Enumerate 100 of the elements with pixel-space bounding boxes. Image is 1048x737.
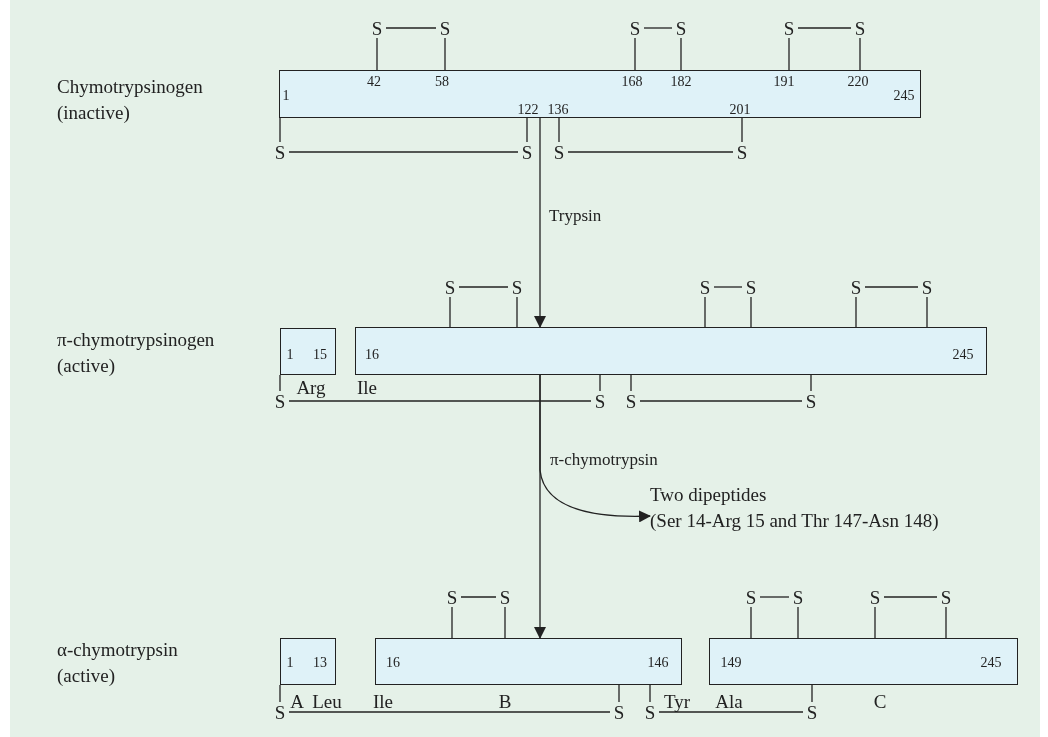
sulfur-label: S (274, 391, 286, 411)
sulfur-label: S (921, 277, 933, 297)
residue-label: Ile (373, 691, 393, 711)
sulfur-label: S (446, 587, 458, 607)
residue-number: 16 (365, 348, 379, 362)
sulfur-label: S (521, 142, 533, 162)
residue-number: 201 (729, 103, 751, 117)
chain-label: B (498, 691, 512, 711)
peptide-chain-box (375, 638, 682, 685)
residue-number: 245 (952, 348, 974, 362)
residue-label: Arg (296, 377, 326, 397)
disulfide-bond (639, 400, 803, 402)
disulfide-bond (713, 286, 743, 288)
product-note: Two dipeptides (Ser 14-Arg 15 and Thr 147-Asn 148) (650, 482, 1040, 536)
sulfur-label: S (850, 277, 862, 297)
residue-number: 182 (670, 75, 692, 89)
sulfur-label: S (274, 142, 286, 162)
cysteine-link-line (516, 296, 518, 328)
cysteine-link-line (504, 606, 506, 639)
sulfur-label: S (745, 587, 757, 607)
disulfide-bond (460, 596, 497, 598)
sulfur-label: S (371, 18, 383, 38)
peptide-chain-box (280, 638, 336, 685)
cysteine-link-line (945, 606, 947, 639)
disulfide-bond (385, 27, 437, 29)
sulfur-label: S (675, 18, 687, 38)
residue-label: Ala (715, 691, 743, 711)
cysteine-link-line (279, 374, 281, 392)
sulfur-label: S (274, 702, 286, 722)
residue-number: 16 (386, 656, 400, 670)
sulfur-label: S (613, 702, 625, 722)
arrow (539, 374, 651, 523)
residue-number: 1 (286, 348, 294, 362)
sulfur-label: S (736, 142, 748, 162)
sulfur-label: S (625, 391, 637, 411)
cysteine-link-line (680, 37, 682, 71)
cysteine-link-line (634, 37, 636, 71)
residue-number: 149 (720, 656, 742, 670)
cysteine-link-line (279, 684, 281, 703)
cysteine-link-line (649, 684, 651, 703)
cysteine-link-line (279, 117, 281, 143)
disulfide-bond (759, 596, 790, 598)
cysteine-link-line (926, 296, 928, 328)
sulfur-label: S (629, 18, 641, 38)
cysteine-link-line (526, 117, 528, 143)
peptide-chain-box (280, 328, 336, 375)
cysteine-link-line (810, 374, 812, 392)
residue-number: 191 (773, 75, 795, 89)
sulfur-label: S (699, 277, 711, 297)
residue-number: 245 (980, 656, 1002, 670)
residue-number: 1 (282, 89, 290, 103)
residue-number: 13 (313, 656, 327, 670)
cysteine-link-line (874, 606, 876, 639)
sulfur-label: S (439, 18, 451, 38)
sulfur-label: S (869, 587, 881, 607)
sulfur-label: S (806, 702, 818, 722)
peptide-chain-box (355, 327, 987, 375)
residue-number: 136 (547, 103, 569, 117)
chain-label: A (290, 691, 304, 711)
disulfide-bond (288, 711, 611, 713)
residue-number: 122 (517, 103, 539, 117)
stage-label: π-chymotrypsinogen (active) (57, 328, 216, 378)
disulfide-bond (864, 286, 919, 288)
sulfur-label: S (444, 277, 456, 297)
cysteine-link-line (618, 684, 620, 703)
stage-label: Chymotrypsinogen (inactive) (57, 75, 204, 125)
disulfide-bond (658, 711, 804, 713)
cysteine-link-line (788, 37, 790, 71)
residue-label: Tyr (663, 691, 691, 711)
cysteine-link-line (811, 684, 813, 703)
residue-number: 42 (367, 75, 381, 89)
stage-label: α-chymotrypsin (active) (57, 638, 179, 688)
cysteine-link-line (444, 37, 446, 71)
cysteine-link-line (449, 296, 451, 328)
residue-number: 15 (313, 348, 327, 362)
cysteine-link-line (558, 117, 560, 143)
sulfur-label: S (940, 587, 952, 607)
residue-number: 245 (893, 89, 915, 103)
sulfur-label: S (644, 702, 656, 722)
sulfur-label: S (805, 391, 817, 411)
cysteine-link-line (750, 296, 752, 328)
sulfur-label: S (511, 277, 523, 297)
residue-number: 58 (435, 75, 449, 89)
cysteine-link-line (741, 117, 743, 143)
sulfur-label: S (745, 277, 757, 297)
cysteine-link-line (451, 606, 453, 639)
sulfur-label: S (594, 391, 606, 411)
residue-label: Ile (357, 377, 377, 397)
edge-label: π-chymotrypsin (549, 450, 659, 468)
disulfide-bond (567, 151, 734, 153)
residue-number: 146 (647, 656, 669, 670)
sulfur-label: S (783, 18, 795, 38)
cysteine-link-line (855, 296, 857, 328)
chain-label: C (873, 691, 887, 711)
disulfide-bond (458, 286, 509, 288)
sulfur-label: S (854, 18, 866, 38)
cysteine-link-line (859, 37, 861, 71)
cysteine-link-line (797, 606, 799, 639)
residue-label: Leu (312, 691, 342, 711)
sulfur-label: S (499, 587, 511, 607)
